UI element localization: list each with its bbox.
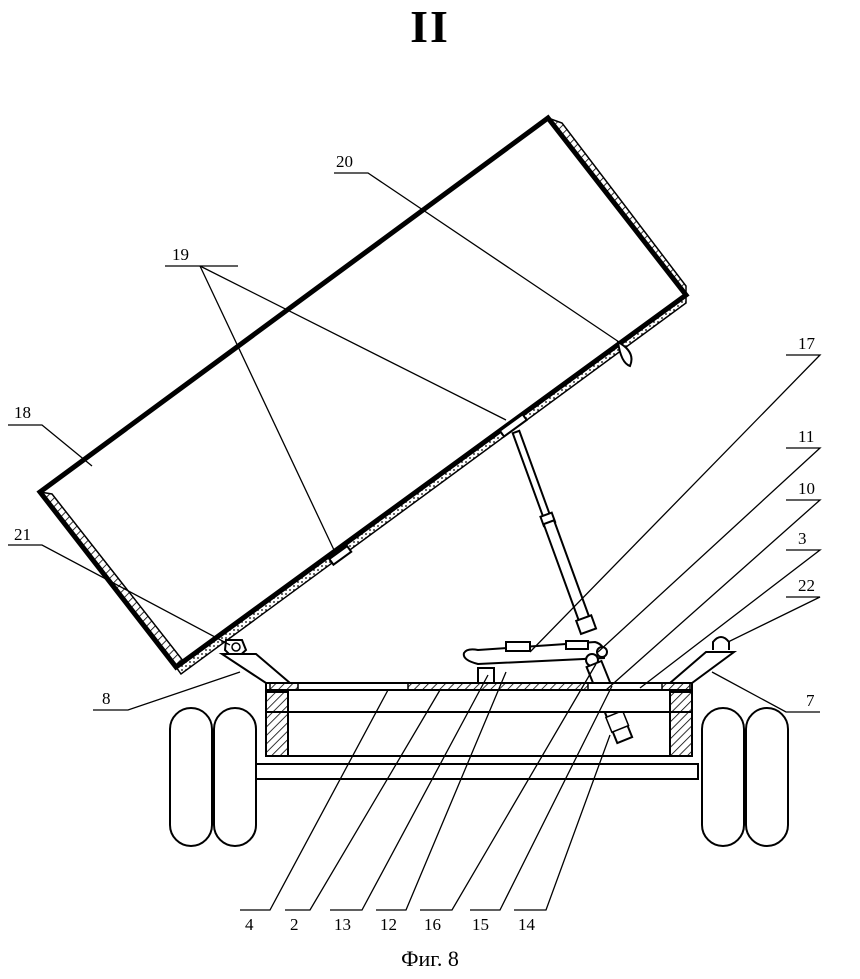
label-16: 16 (424, 915, 441, 934)
label-12: 12 (380, 915, 397, 934)
label-7: 7 (806, 691, 815, 710)
hydraulic-cylinder (511, 429, 598, 636)
section-mark: II (410, 1, 450, 52)
left-wheels (169, 707, 257, 847)
label-8: 8 (102, 689, 111, 708)
label-2: 2 (290, 915, 299, 934)
label-18: 18 (14, 403, 31, 422)
label-20: 20 (336, 152, 353, 171)
label-4: 4 (245, 915, 254, 934)
leader-lines (8, 172, 822, 911)
right-wheels (701, 707, 789, 847)
label-13: 13 (334, 915, 351, 934)
label-17: 17 (798, 334, 816, 353)
mounting-pads (327, 412, 529, 567)
label-15: 15 (472, 915, 489, 934)
label-10: 10 (798, 479, 815, 498)
label-22: 22 (798, 576, 815, 595)
left-bracket (218, 653, 293, 684)
label-11: 11 (798, 427, 814, 446)
container-body (36, 114, 690, 676)
chassis (255, 682, 699, 780)
latch (616, 340, 633, 368)
figure-caption: Фиг. 8 (401, 946, 459, 971)
right-bracket (667, 636, 738, 684)
label-14: 14 (518, 915, 536, 934)
label-21: 21 (14, 525, 31, 544)
label-3: 3 (798, 529, 807, 548)
label-19: 19 (172, 245, 189, 264)
